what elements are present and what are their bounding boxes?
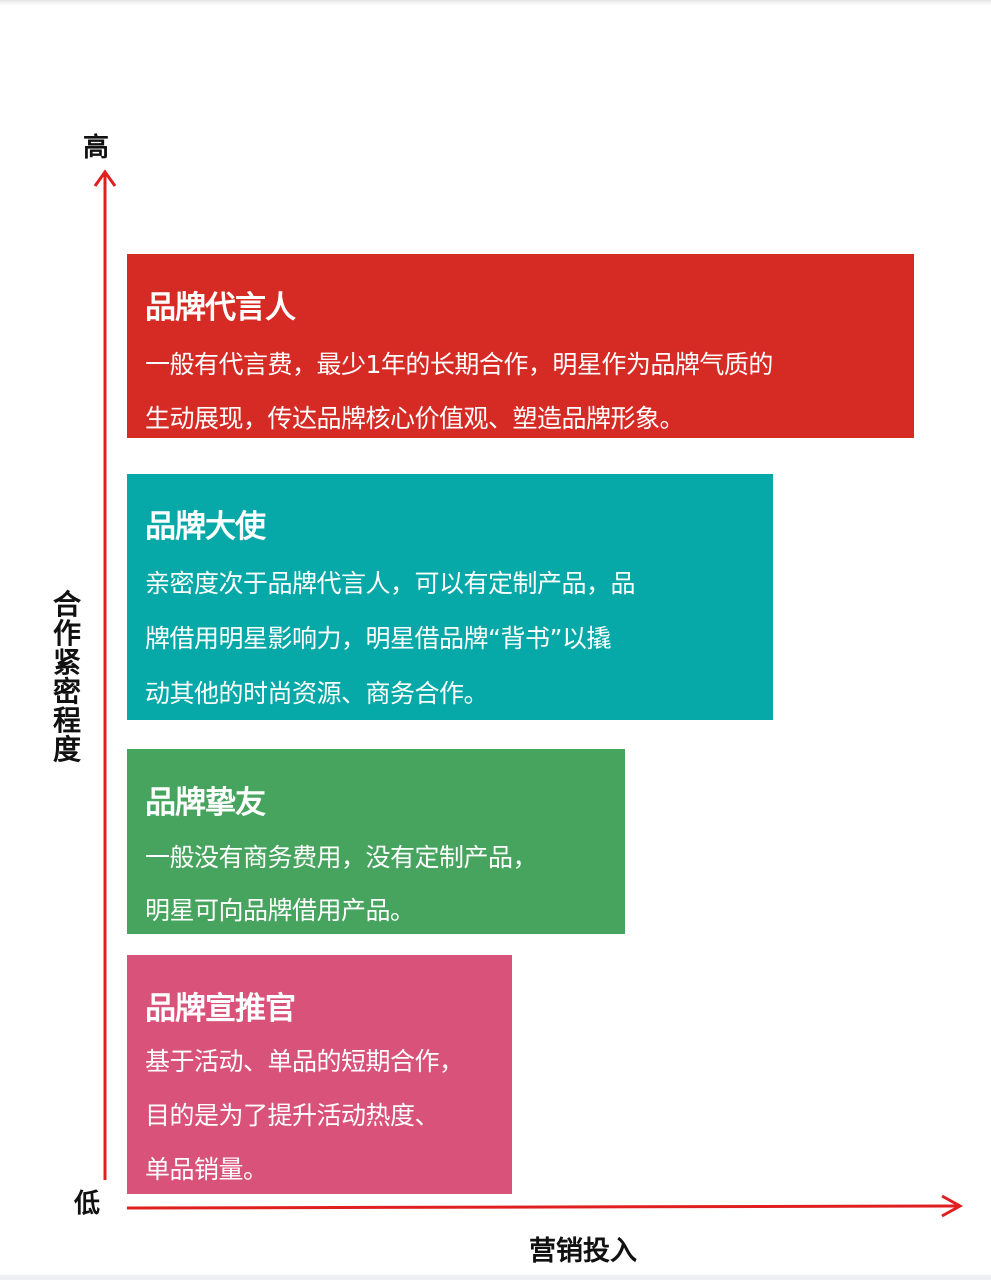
x-axis-title: 营销投入	[529, 1236, 637, 1267]
description-line: 明星可向品牌借用产品。	[145, 896, 415, 925]
tier-description: 一般有代言费，最少1年的长期合作，明星作为品牌气质的 生动展现，传达品牌核心价值…	[145, 338, 773, 446]
description-line: 一般有代言费，最少1年的长期合作，明星作为品牌气质的	[145, 350, 773, 379]
description-line: 基于活动、单品的短期合作，	[145, 1047, 464, 1076]
description-line: 动其他的时尚资源、商务合作。	[145, 679, 489, 708]
description-line: 牌借用明星影响力，明星借品牌“背书”以撬	[145, 624, 611, 653]
y-axis-high-label: 高	[83, 133, 110, 163]
top-edge-bar	[0, 0, 991, 6]
tier-brand-promoter: 品牌宣推官 基于活动、单品的短期合作， 目的是为了提升活动热度、 单品销量。	[127, 955, 512, 1194]
tier-description: 一般没有商务费用，没有定制产品， 明星可向品牌借用产品。	[145, 831, 538, 937]
tier-brand-friend: 品牌挚友 一般没有商务费用，没有定制产品， 明星可向品牌借用产品。	[127, 749, 625, 934]
description-line: 目的是为了提升活动热度、	[145, 1101, 440, 1130]
tier-brand-spokesperson: 品牌代言人 一般有代言费，最少1年的长期合作，明星作为品牌气质的 生动展现，传达…	[127, 254, 914, 438]
description-line: 生动展现，传达品牌核心价值观、塑造品牌形象。	[145, 404, 685, 433]
description-line: 亲密度次于品牌代言人，可以有定制产品，品	[145, 569, 636, 598]
description-line: 一般没有商务费用，没有定制产品，	[145, 843, 538, 872]
tier-description: 亲密度次于品牌代言人，可以有定制产品，品 牌借用明星影响力，明星借品牌“背书”以…	[145, 556, 636, 721]
x-axis-arrow-icon	[126, 1194, 964, 1218]
y-axis-arrow-icon	[93, 169, 117, 1180]
description-line: 单品销量。	[145, 1155, 268, 1184]
y-axis-title: 合作紧密程度	[52, 588, 81, 766]
tier-brand-ambassador: 品牌大使 亲密度次于品牌代言人，可以有定制产品，品 牌借用明星影响力，明星借品牌…	[127, 474, 773, 720]
tier-title: 品牌代言人	[145, 290, 296, 326]
y-axis-low-label: 低	[74, 1189, 101, 1219]
tier-title: 品牌宣推官	[145, 991, 296, 1027]
tier-title: 品牌大使	[145, 509, 266, 545]
bottom-edge-bar	[0, 1275, 991, 1280]
tier-description: 基于活动、单品的短期合作， 目的是为了提升活动热度、 单品销量。	[145, 1035, 464, 1197]
tier-title: 品牌挚友	[145, 785, 266, 821]
